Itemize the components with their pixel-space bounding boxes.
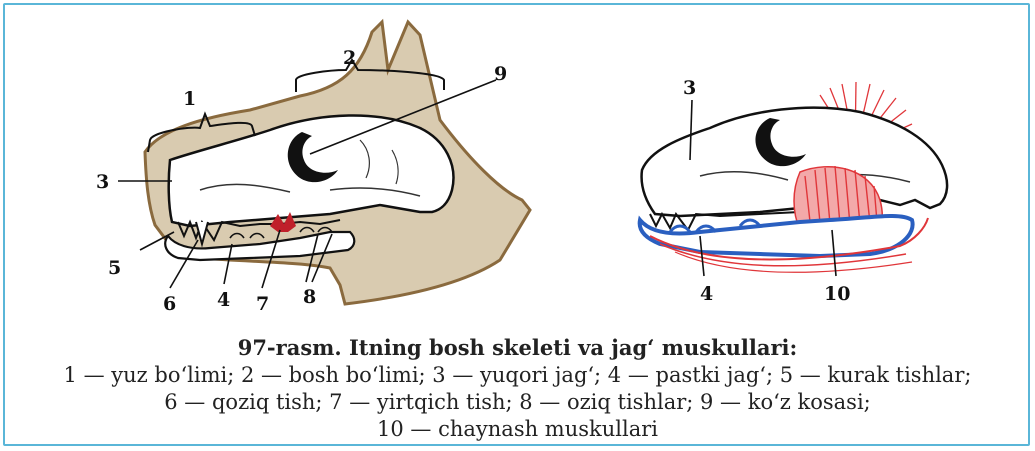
figure-caption: 97-rasm. Itning bosh skeleti va jag‘ mus…	[0, 333, 1035, 443]
left-label-3: 3	[96, 171, 109, 193]
caption-line-3: 10 — chaynash muskullari	[0, 416, 1035, 443]
left-dog-head: 1 2 3 9 5 6 4 7 8	[96, 22, 530, 315]
left-label-8: 8	[303, 286, 316, 308]
right-label-4: 4	[700, 283, 713, 305]
left-label-7: 7	[256, 293, 269, 315]
right-label-10: 10	[824, 283, 850, 305]
left-label-9: 9	[494, 63, 507, 85]
caption-title: 97-rasm. Itning bosh skeleti va jag‘ mus…	[0, 333, 1035, 362]
caption-line-2: 6 — qoziq tish; 7 — yirtqich tish; 8 — o…	[0, 389, 1035, 416]
figure-illustration: 1 2 3 9 5 6 4 7 8	[0, 0, 1035, 330]
right-label-3: 3	[683, 77, 696, 99]
caption-line-1: 1 — yuz bo‘limi; 2 — bosh bo‘limi; 3 — y…	[0, 362, 1035, 389]
left-label-1: 1	[183, 88, 196, 110]
left-label-4: 4	[217, 289, 230, 311]
left-label-5: 5	[108, 257, 121, 279]
left-label-2: 2	[343, 47, 356, 69]
left-label-6: 6	[163, 293, 176, 315]
right-skull-muscles: 3 4 10	[640, 77, 947, 305]
